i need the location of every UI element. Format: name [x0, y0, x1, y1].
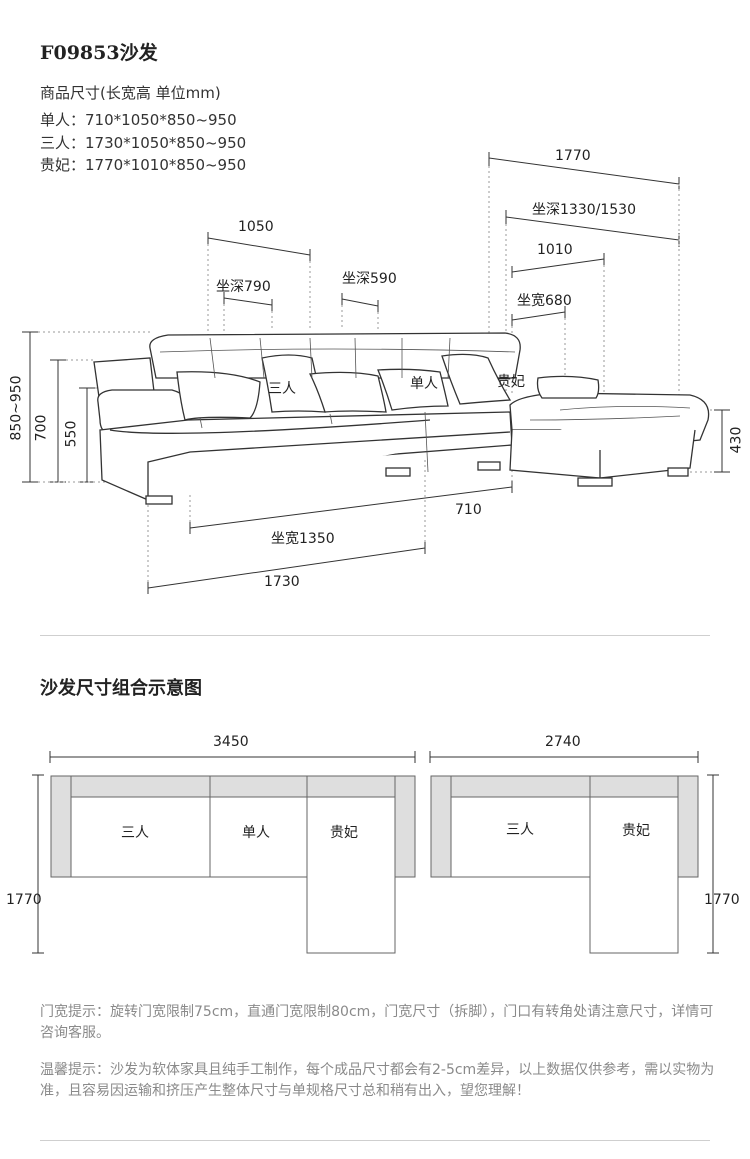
combo-right-depth: 1770 — [704, 892, 740, 908]
size-label: 贵妃： — [40, 156, 86, 174]
seat-depth-790-label: 坐深790 — [216, 279, 271, 295]
combo-left-depth: 1770 — [6, 892, 42, 908]
warm-tip-note: 温馨提示：沙发为软体家具且纯手工制作，每个成品尺寸都会有2-5cm差异，以上数据… — [40, 1062, 715, 1099]
combo-section-title: 沙发尺寸组合示意图 — [40, 678, 202, 699]
three-seat-label: 三人 — [268, 381, 296, 397]
bottom-divider — [40, 1140, 710, 1141]
dim-1730: 1730 — [264, 574, 300, 590]
seat-depth-chaise-label: 坐深1330/1530 — [532, 202, 636, 218]
size-header: 商品尺寸(长宽高 单位mm) — [40, 84, 221, 102]
product-title: F09853沙发 — [40, 42, 158, 64]
size-row-single: 单人：710*1050*850~950 — [40, 109, 237, 130]
size-row-three: 三人：1730*1050*850~950 — [40, 132, 246, 153]
combo-right-width: 2740 — [545, 734, 581, 750]
combo-left-chaise: 贵妃 — [330, 825, 358, 841]
size-row-chaise: 贵妃：1770*1010*850~950 — [40, 154, 246, 175]
divider — [40, 635, 710, 636]
chaise-label: 贵妃 — [497, 374, 525, 390]
size-label: 三人： — [40, 134, 86, 152]
dim-1010: 1010 — [537, 242, 573, 258]
combo-right-three: 三人 — [506, 822, 534, 838]
seat-width-chaise-label: 坐宽680 — [517, 293, 572, 309]
single-seat-label: 单人 — [410, 376, 438, 392]
size-value: 1770*1010*850~950 — [85, 156, 247, 174]
size-label: 单人： — [40, 111, 86, 129]
dim-710: 710 — [455, 502, 482, 518]
combo-left-single: 单人 — [242, 825, 270, 841]
door-width-note: 门宽提示：旋转门宽限制75cm，直通门宽限制80cm，门宽尺寸（拆脚），门口有转… — [40, 1004, 714, 1041]
size-value: 710*1050*850~950 — [85, 111, 237, 129]
combo-left-width: 3450 — [213, 734, 249, 750]
seat-depth-590-label: 坐深590 — [342, 271, 397, 287]
combo-left-three: 三人 — [121, 825, 149, 841]
combo-right-chaise: 贵妃 — [622, 823, 650, 839]
seat-width-1350-label: 坐宽1350 — [271, 531, 335, 547]
dim-1050: 1050 — [238, 219, 274, 235]
size-value: 1730*1050*850~950 — [85, 134, 247, 152]
dim-1770: 1770 — [555, 148, 591, 164]
sofa-dimension-drawing — [22, 152, 730, 594]
